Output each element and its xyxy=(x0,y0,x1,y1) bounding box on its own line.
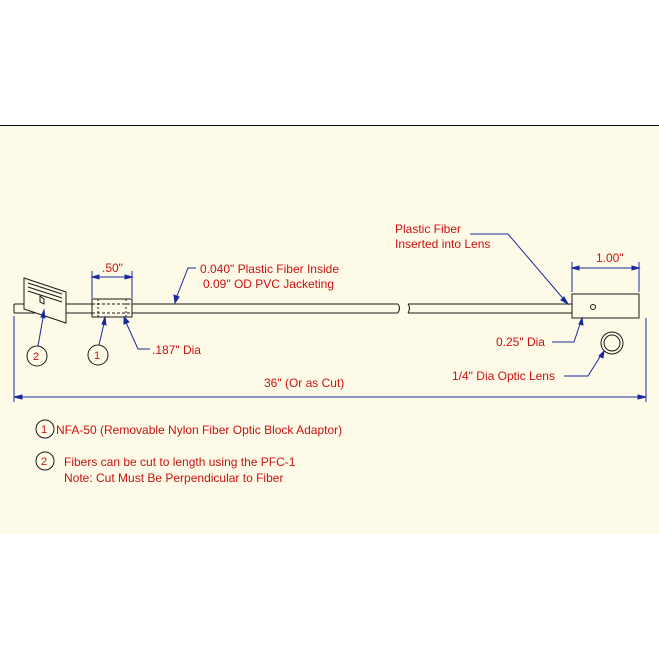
callout-2-circle xyxy=(26,345,48,367)
fiber-cable-right xyxy=(407,303,572,314)
optic-lens-end-view xyxy=(600,331,624,355)
leader-adaptor-dia xyxy=(123,315,150,350)
jacketing-label: 0.09" OD PVC Jacketing xyxy=(203,277,334,291)
nfa-50-adaptor xyxy=(91,298,133,318)
lens-dia-label: 0.25" Dia xyxy=(496,335,545,349)
dim-lens-length xyxy=(570,262,641,292)
leader-lens-dia xyxy=(552,316,584,343)
lens-body xyxy=(571,293,640,319)
callout-2-number: 2 xyxy=(33,351,39,363)
adaptor-length-label: .50" xyxy=(102,261,123,275)
note-1-text: NFA-50 (Removable Nylon Fiber Optic Bloc… xyxy=(56,423,342,437)
note-1-circle xyxy=(35,419,55,439)
optic-lens-label: 1/4" Dia Optic Lens xyxy=(452,369,555,383)
note-2-subtext: Note: Cut Must Be Perpendicular to Fiber xyxy=(64,471,283,485)
fiber-inside-label: 0.040" Plastic Fiber Inside xyxy=(200,262,339,276)
leader-optic-lens xyxy=(564,349,605,377)
callout-1-leader xyxy=(98,315,107,346)
cutter-blade-icon xyxy=(23,277,67,324)
inserted-label: Inserted into Lens xyxy=(395,237,490,251)
note-2-number: 2 xyxy=(41,456,47,468)
callout-1-circle xyxy=(87,344,109,366)
note-2-circle xyxy=(35,451,55,471)
overall-length-label: 36" (Or as Cut) xyxy=(264,376,344,390)
callout-2-leader xyxy=(37,308,46,347)
drawing-sheet xyxy=(0,125,659,534)
lens-length-label: 1.00" xyxy=(596,251,624,265)
leader-fiber-inside xyxy=(173,267,196,305)
fiber-cable-left xyxy=(13,303,400,314)
callout-1-number: 1 xyxy=(94,350,100,362)
note-2-text: Fibers can be cut to length using the PF… xyxy=(64,455,296,469)
leader-plastic-fiber xyxy=(470,233,570,306)
dim-adaptor-length xyxy=(90,271,134,298)
adaptor-dia-label: .187" Dia xyxy=(152,343,201,357)
plastic-fiber-label: Plastic Fiber xyxy=(395,222,461,236)
dim-overall-length xyxy=(13,316,647,402)
note-1-number: 1 xyxy=(41,424,47,436)
